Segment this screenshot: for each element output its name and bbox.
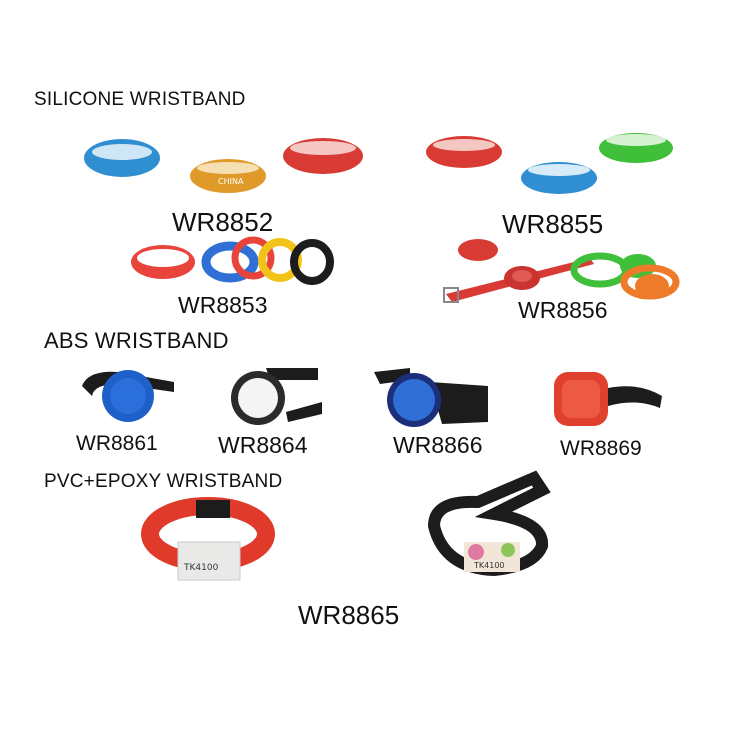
orange-silicone-band: CHINA: [190, 159, 266, 193]
abs-wristband-wr8861-image: [82, 370, 174, 422]
model-label-wr8869: WR8869: [560, 437, 642, 460]
red-silicone-band: [283, 138, 363, 174]
red-watch-style-band: [443, 239, 594, 303]
model-label-wr8856: WR8856: [518, 297, 608, 323]
red-silicone-band-loop: [231, 236, 275, 280]
silicone-wristband-group-wr8855: [426, 133, 673, 194]
blue-silicone-band: [521, 162, 597, 194]
model-label-wr8865: WR8865: [298, 600, 400, 630]
silicone-wristband-group-wr8853: [131, 236, 334, 285]
orange-watch-style-band: [620, 264, 680, 300]
model-label-wr8864: WR8864: [218, 432, 308, 458]
red-silicone-band: [131, 245, 195, 279]
abs-wristband-wr8864-image: [231, 368, 322, 425]
abs-wristband-wr8869-image: [554, 372, 662, 426]
card-label-red: TK4100: [183, 563, 219, 573]
section-title-pvc: PVC+EPOXY WRISTBAND: [44, 471, 283, 492]
blue-silicone-band: [84, 139, 160, 177]
abs-wristband-wr8866-image: [374, 368, 488, 427]
model-label-wr8855: WR8855: [502, 209, 604, 239]
section-title-abs: ABS WRISTBAND: [44, 328, 229, 353]
section-title-silicone: SILICONE WRISTBAND: [34, 89, 246, 110]
red-silicone-band: [426, 136, 502, 168]
svg-text:CHINA: CHINA: [218, 177, 244, 186]
black-silicone-band: [290, 239, 334, 285]
model-label-wr8861: WR8861: [76, 432, 158, 455]
silicone-wristband-group-wr8856: [443, 239, 680, 303]
pvc-epoxy-wristband-black-image: TK4100: [427, 470, 551, 577]
model-label-wr8853: WR8853: [178, 292, 268, 318]
card-label-black: TK4100: [473, 561, 505, 570]
model-label-wr8852: WR8852: [172, 207, 274, 237]
pvc-epoxy-wristband-red-image: TK4100: [141, 497, 275, 581]
blue-silicone-band: [201, 241, 259, 283]
green-silicone-band: [599, 133, 673, 163]
silicone-wristband-group-wr8852: CHINA: [84, 138, 363, 193]
model-label-wr8866: WR8866: [393, 432, 483, 458]
